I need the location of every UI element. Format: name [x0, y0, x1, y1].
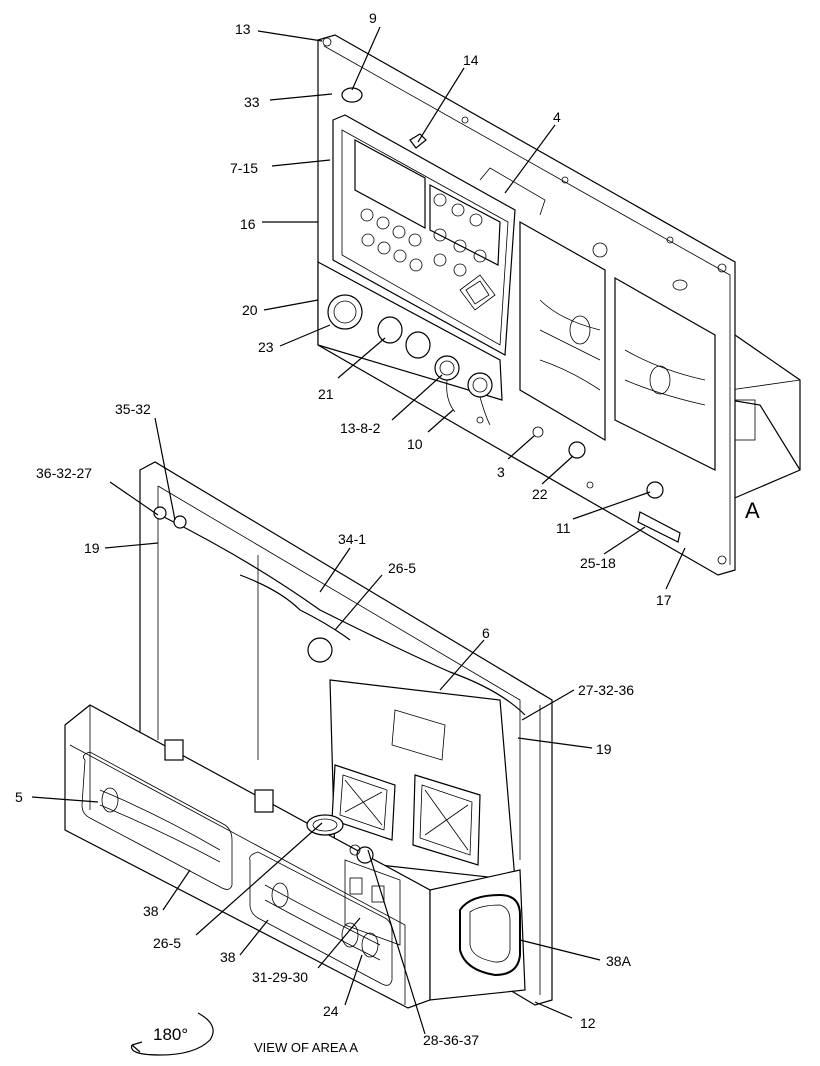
callout-13: 13 — [235, 21, 251, 37]
plug-21 — [377, 316, 403, 344]
callout-23: 23 — [258, 339, 274, 355]
callout-34-1: 34-1 — [338, 531, 366, 547]
clamp-26-5 — [306, 814, 344, 836]
rotation-label: 180° — [153, 1025, 188, 1044]
callout-33: 33 — [244, 94, 260, 110]
bracket-4 — [479, 167, 546, 216]
callout-13-8-2: 13-8-2 — [340, 420, 381, 436]
lower-view-area-a — [64, 461, 553, 1009]
area-marker-a: A — [745, 498, 760, 523]
callout-36-32-27: 36-32-27 — [36, 465, 92, 481]
callout-7-15: 7-15 — [230, 160, 258, 176]
callout-38A: 38A — [606, 953, 632, 969]
callout-20: 20 — [242, 302, 258, 318]
rotation-indicator: 180° — [130, 1012, 214, 1056]
handle-38A — [459, 893, 521, 977]
callout-9: 9 — [369, 10, 377, 26]
callout-12: 12 — [580, 1015, 596, 1031]
lcd-screen — [354, 138, 426, 230]
callout-labels: 13 9 33 14 4 7-15 16 20 23 21 13-8-2 10 … — [15, 10, 760, 1048]
connectors-13-8-2 — [434, 355, 493, 426]
latch-9 — [341, 87, 363, 103]
callout-28-36-37: 28-36-37 — [423, 1032, 479, 1048]
callout-5: 5 — [15, 789, 23, 805]
keypad-buttons — [360, 193, 496, 311]
callout-31-29-30: 31-29-30 — [252, 969, 308, 985]
callout-6: 6 — [482, 625, 490, 641]
callout-10: 10 — [407, 436, 423, 452]
cooling-fans — [331, 764, 481, 866]
callout-3: 3 — [497, 464, 505, 480]
slot-25-18 — [637, 511, 681, 543]
callout-4: 4 — [553, 109, 561, 125]
panel-screws — [322, 37, 727, 565]
callout-11: 11 — [556, 520, 571, 536]
callout-38-b: 38 — [220, 949, 236, 965]
view-caption: VIEW OF AREA A — [254, 1040, 358, 1055]
callout-14: 14 — [463, 52, 479, 68]
callout-26-5-bottom: 26-5 — [153, 935, 181, 951]
callout-27-32-36: 27-32-36 — [578, 682, 634, 698]
callout-26-5-top: 26-5 — [388, 560, 416, 576]
callout-22: 22 — [532, 486, 548, 502]
leader-lines — [31, 26, 686, 1035]
callout-25-18: 25-18 — [580, 555, 616, 571]
callout-16: 16 — [240, 216, 256, 232]
upper-control-panel-assembly — [317, 34, 801, 576]
plug-22 — [568, 441, 586, 459]
callout-19-right: 19 — [596, 741, 612, 757]
callout-24: 24 — [323, 1003, 339, 1019]
callout-21: 21 — [318, 386, 334, 402]
callout-38-a: 38 — [143, 903, 159, 919]
callout-19-left: 19 — [84, 540, 100, 556]
callout-17: 17 — [656, 592, 672, 608]
connector-23 — [327, 294, 363, 330]
callout-35-32: 35-32 — [115, 401, 151, 417]
plug-11 — [646, 481, 664, 499]
rotation-arrow-icon — [130, 1012, 214, 1056]
